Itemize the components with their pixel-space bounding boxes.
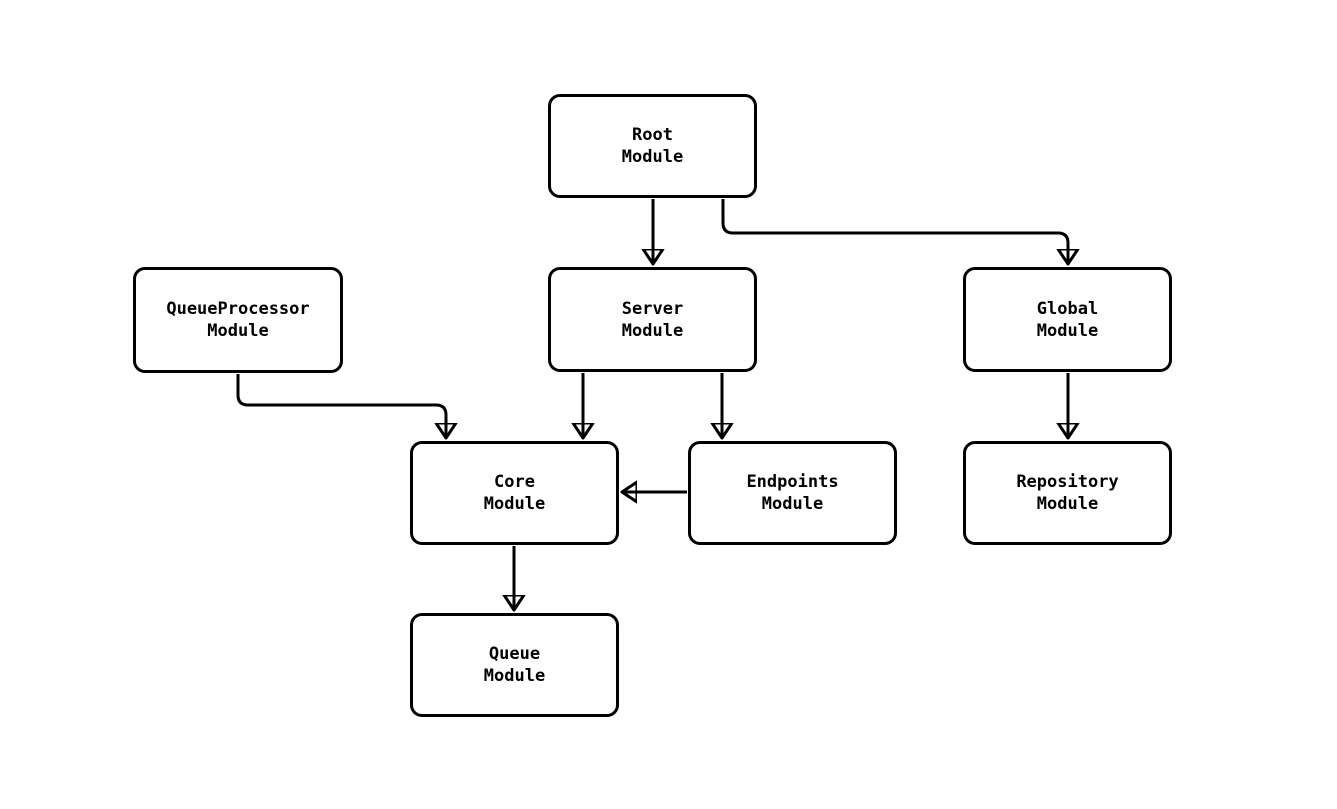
node-root-module: Root Module	[548, 94, 757, 198]
edge-root-to-global	[721, 199, 1068, 263]
node-global-module-label: Global Module	[1036, 298, 1099, 341]
node-core-module-label: Core Module	[483, 472, 546, 514]
node-queue-module-label: Queue Module	[483, 644, 546, 686]
node-endpoints-module-label: Endpoints Module	[746, 472, 839, 514]
node-repository-module: Repository Module	[963, 441, 1172, 545]
node-global-module: Global Module	[963, 267, 1172, 372]
node-endpoints-module: Endpoints Module	[688, 441, 897, 545]
node-queueprocessor-module-label: QueueProcessor Module	[166, 299, 310, 341]
edge-queueprocessor-to-core	[236, 374, 446, 437]
node-server-module: Server Module	[548, 267, 757, 372]
node-core-module: Core Module	[410, 441, 619, 545]
node-server-module-label: Server Module	[621, 298, 684, 341]
node-queueprocessor-module: QueueProcessor Module	[133, 267, 343, 373]
node-repository-module-label: Repository Module	[1016, 472, 1119, 514]
node-root-module-label: Root Module	[621, 125, 684, 167]
node-queue-module: Queue Module	[410, 613, 619, 717]
